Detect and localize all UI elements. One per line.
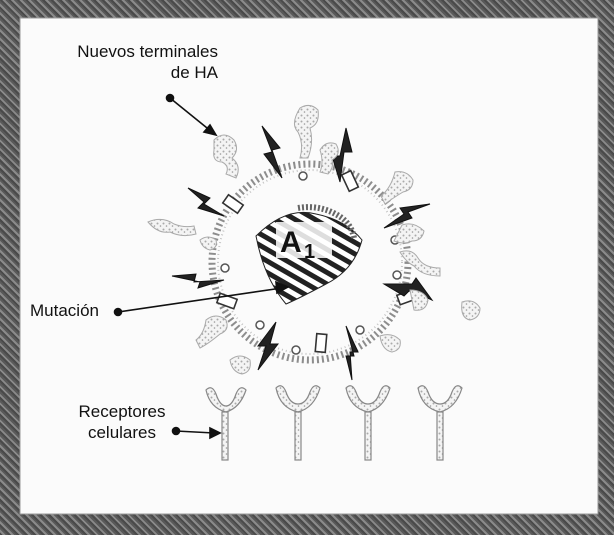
antigen-subscript: 1 bbox=[304, 241, 315, 263]
cell-receptors-line2: celulares bbox=[68, 422, 176, 443]
cell-receptors-label: Receptores celulares bbox=[68, 401, 176, 443]
antigen-letter: A bbox=[280, 226, 302, 259]
cell-receptors-line1: Receptores bbox=[68, 401, 176, 422]
mutation-label: Mutación bbox=[30, 300, 99, 321]
new-ha-terminals-label: Nuevos terminales de HA bbox=[56, 41, 218, 83]
antigen-label: A 1 bbox=[276, 222, 332, 263]
new-ha-terminals-line2: de HA bbox=[56, 62, 218, 83]
new-ha-terminals-line1: Nuevos terminales bbox=[56, 41, 218, 62]
